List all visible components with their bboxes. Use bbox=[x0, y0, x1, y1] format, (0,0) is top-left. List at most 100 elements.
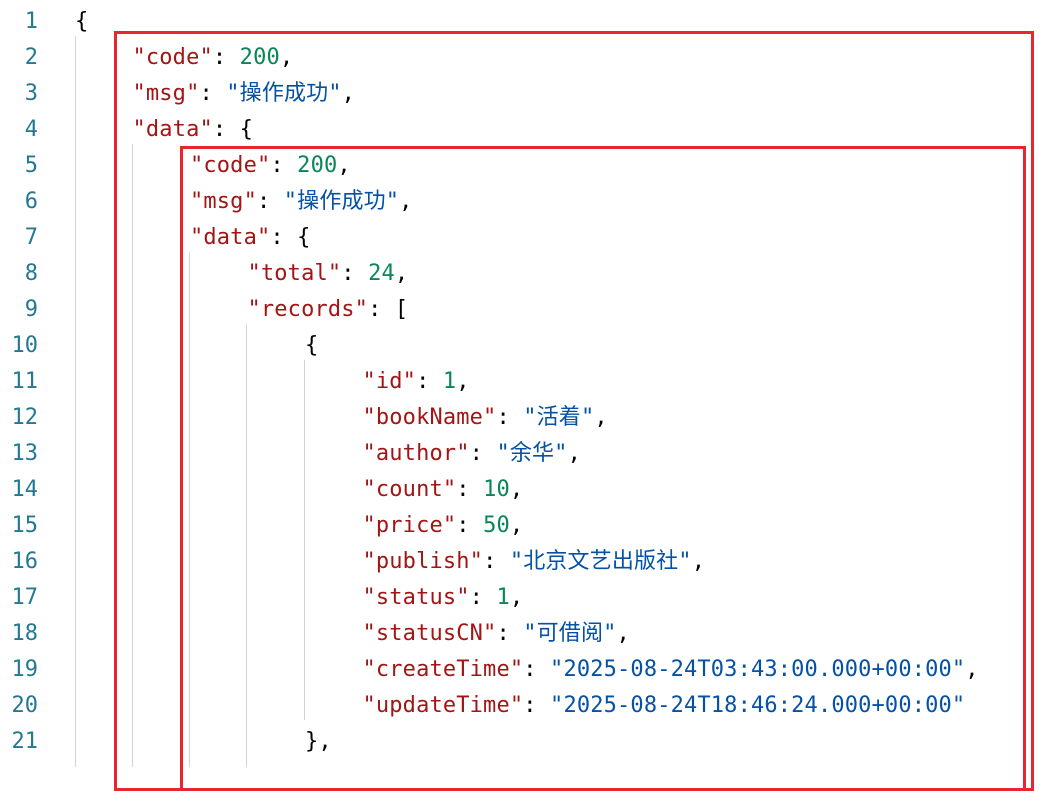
code-line[interactable]: 17"status": 1, bbox=[0, 580, 1053, 616]
code-text: "code": 200, bbox=[133, 40, 294, 76]
json-punctuation: : bbox=[199, 81, 227, 106]
code-line[interactable]: 4 "data": { bbox=[0, 112, 1053, 148]
json-punctuation: { bbox=[305, 333, 319, 358]
json-key: "code" bbox=[190, 153, 271, 178]
code-line[interactable]: 10{ bbox=[0, 328, 1053, 364]
json-number: 1 bbox=[442, 369, 457, 394]
json-key: "status" bbox=[362, 585, 470, 610]
json-punctuation: , bbox=[509, 477, 524, 502]
json-punctuation: , bbox=[341, 81, 356, 106]
json-key: "author" bbox=[362, 441, 470, 466]
code-text: "total": 24, bbox=[248, 256, 409, 292]
code-line[interactable]: 6 "msg": "操作成功", bbox=[0, 184, 1053, 220]
code-text: "msg": "操作成功", bbox=[190, 184, 413, 220]
line-number: 18 bbox=[11, 621, 39, 646]
json-key: "updateTime" bbox=[362, 693, 524, 718]
code-line[interactable]: 11"id": 1, bbox=[0, 364, 1053, 400]
line-number: 6 bbox=[24, 189, 38, 214]
code-line[interactable]: 20 "updateTime": "2025-08-24T18:46:24.000… bbox=[0, 688, 1053, 724]
code-line[interactable]: 16"publish": "北京文艺出版社", bbox=[0, 544, 1053, 580]
line-number: 2 bbox=[24, 45, 38, 70]
json-punctuation: , bbox=[965, 657, 979, 682]
json-punctuation: : bbox=[416, 369, 443, 394]
code-line[interactable]: 14 "count": 10, bbox=[0, 472, 1053, 508]
line-number: 3 bbox=[24, 81, 38, 106]
json-key: "msg" bbox=[190, 189, 257, 214]
json-punctuation: , bbox=[509, 513, 524, 538]
line-number: 14 bbox=[11, 477, 39, 502]
line-number: 15 bbox=[11, 513, 39, 538]
json-punctuation: : bbox=[456, 477, 484, 502]
code-line[interactable]: 15 "price": 50, bbox=[0, 508, 1053, 544]
json-punctuation: : bbox=[496, 621, 524, 646]
json-editor[interactable]: 1{2"code": 200,3"msg": "操作成功",4"data": {… bbox=[0, 4, 1053, 791]
json-punctuation: : bbox=[483, 549, 510, 574]
code-text: "data": { bbox=[190, 220, 311, 256]
code-text: "data": { bbox=[133, 112, 254, 148]
json-string: "操作成功" bbox=[226, 81, 342, 106]
code-text: "statusCN": "可借阅", bbox=[363, 616, 630, 652]
code-line[interactable]: 9 "records": [ bbox=[0, 292, 1053, 328]
code-line[interactable]: 2 "code": 200, bbox=[0, 40, 1053, 76]
json-punctuation: : [ bbox=[368, 297, 409, 322]
code-text: "code": 200, bbox=[190, 148, 351, 184]
line-number: 21 bbox=[11, 729, 39, 754]
json-punctuation: : bbox=[256, 189, 284, 214]
json-string: "可借阅" bbox=[523, 621, 617, 646]
code-line[interactable]: 19"createTime": "2025-08-24T03:43:00.000… bbox=[0, 652, 1053, 688]
json-punctuation: : bbox=[523, 693, 551, 718]
json-punctuation: : bbox=[469, 585, 497, 610]
json-punctuation: : bbox=[496, 405, 524, 430]
json-string: "2025-08-24T18:46:24.000+00:00" bbox=[550, 693, 966, 718]
json-key: "code" bbox=[132, 45, 213, 70]
json-key: "bookName" bbox=[362, 405, 497, 430]
json-key: "records" bbox=[247, 297, 369, 322]
code-line[interactable]: 13"author": "余华", bbox=[0, 436, 1053, 472]
json-string: "2025-08-24T03:43:00.000+00:00" bbox=[550, 657, 966, 682]
json-punctuation: : bbox=[341, 261, 369, 286]
json-number: 50 bbox=[483, 513, 510, 538]
line-number: 7 bbox=[24, 225, 38, 250]
json-punctuation: , bbox=[594, 405, 608, 430]
json-punctuation: : { bbox=[270, 225, 311, 250]
code-text: { bbox=[305, 328, 318, 364]
code-line[interactable]: 18 "statusCN": "可借阅", bbox=[0, 616, 1053, 652]
line-number: 4 bbox=[24, 117, 38, 142]
line-number: 1 bbox=[24, 9, 38, 34]
code-text: "id": 1, bbox=[363, 364, 470, 400]
json-punctuation: : bbox=[212, 45, 240, 70]
json-number: 1 bbox=[496, 585, 510, 610]
code-text: "updateTime": "2025-08-24T18:46:24.000+0… bbox=[363, 688, 966, 724]
code-text: "price": 50, bbox=[363, 508, 524, 544]
code-line[interactable]: 7 "data": { bbox=[0, 220, 1053, 256]
json-key: "total" bbox=[247, 261, 342, 286]
indent-guide bbox=[189, 252, 190, 767]
line-number: 20 bbox=[11, 693, 39, 718]
code-line[interactable]: 5"code": 200, bbox=[0, 148, 1053, 184]
json-punctuation: , bbox=[509, 585, 524, 610]
json-punctuation: }, bbox=[305, 729, 332, 754]
json-string: "余华" bbox=[496, 441, 568, 466]
code-line[interactable]: 21}, bbox=[0, 724, 1053, 760]
code-line[interactable]: 1{ bbox=[0, 4, 1053, 40]
json-key: "count" bbox=[362, 477, 457, 502]
json-punctuation: , bbox=[394, 261, 409, 286]
json-key: "msg" bbox=[132, 81, 200, 106]
json-punctuation: , bbox=[616, 621, 630, 646]
code-line[interactable]: 12 "bookName": "活着", bbox=[0, 400, 1053, 436]
code-text: "status": 1, bbox=[363, 580, 524, 616]
indent-guide bbox=[304, 360, 305, 720]
code-text: "createTime": "2025-08-24T03:43:00.000+0… bbox=[363, 652, 979, 688]
json-key: "statusCN" bbox=[362, 621, 497, 646]
line-number: 9 bbox=[24, 297, 38, 322]
line-number: 12 bbox=[11, 405, 39, 430]
json-punctuation: , bbox=[279, 45, 294, 70]
code-line[interactable]: 3 "msg": "操作成功", bbox=[0, 76, 1053, 112]
json-punctuation: : bbox=[469, 441, 497, 466]
json-string: "操作成功" bbox=[283, 189, 400, 214]
json-string: "活着" bbox=[523, 405, 595, 430]
code-text: "count": 10, bbox=[363, 472, 524, 508]
json-number: 200 bbox=[239, 45, 280, 70]
code-line[interactable]: 8"total": 24, bbox=[0, 256, 1053, 292]
json-key: "price" bbox=[362, 513, 457, 538]
